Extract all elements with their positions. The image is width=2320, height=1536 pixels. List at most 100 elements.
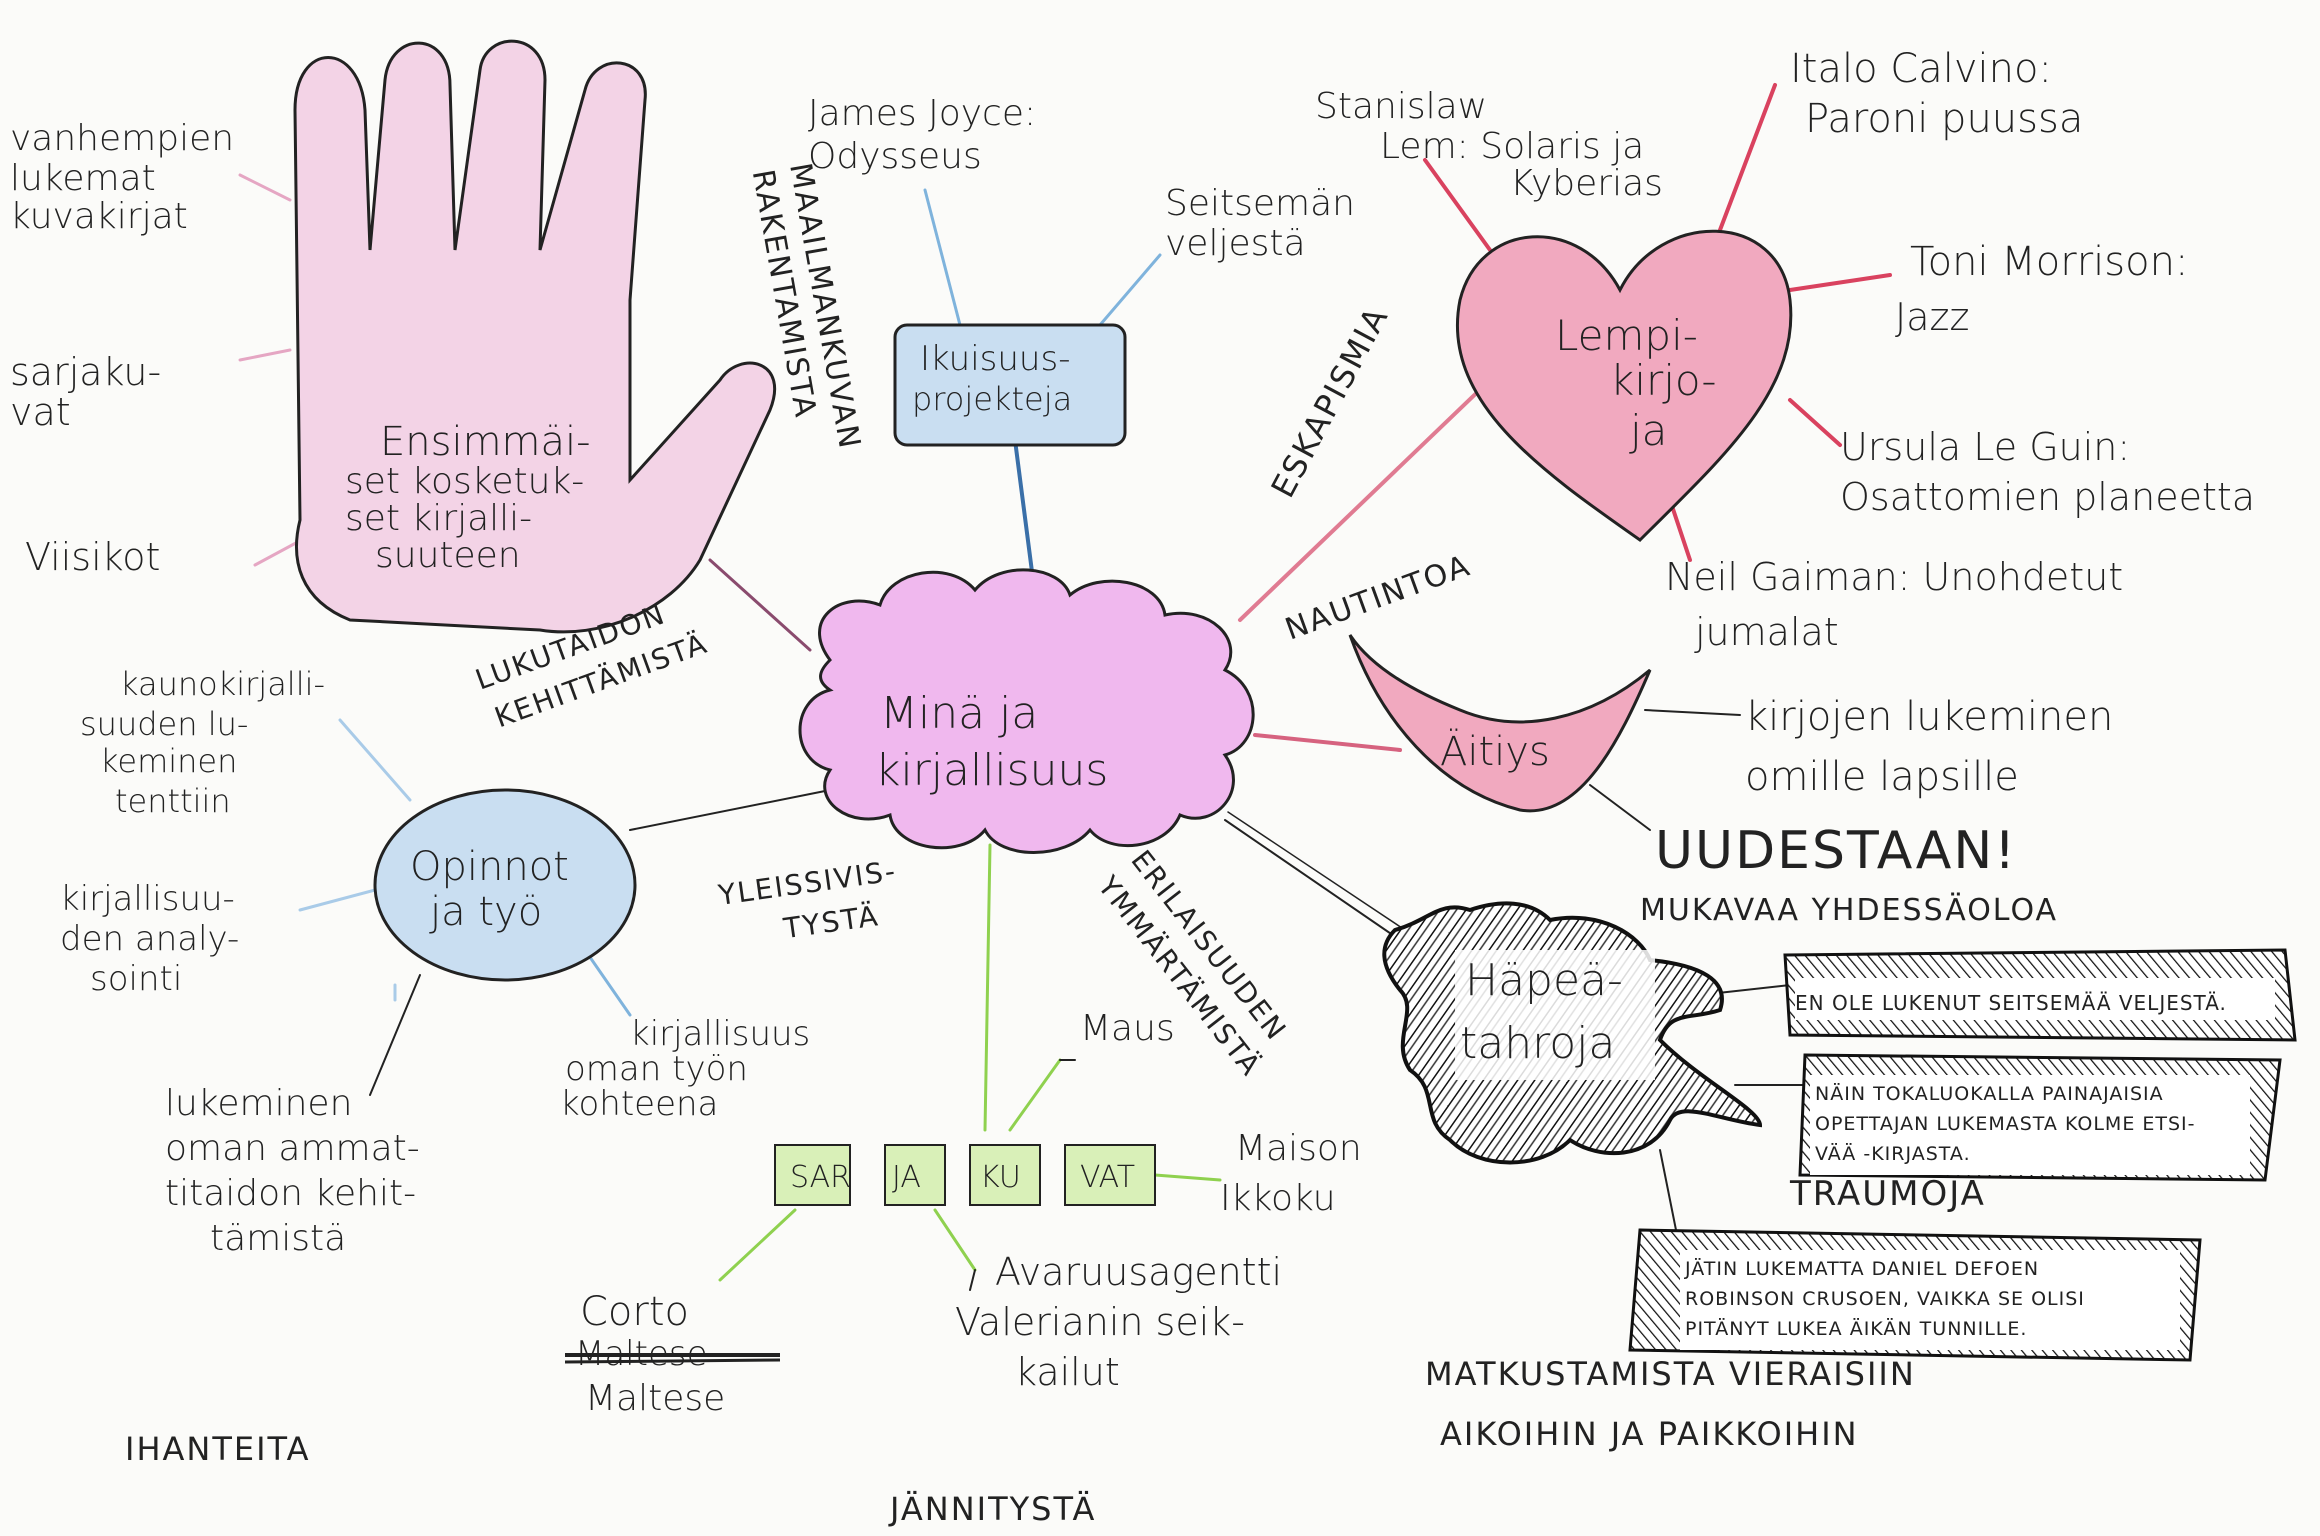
heart-item-1-line-3: Kyberias: [1510, 163, 1663, 204]
connector-heart: [1238, 378, 1492, 622]
shame-line-2: tahroja: [1460, 1018, 1615, 1069]
heart-item-4-line-1: Ursula Le Guin:: [1840, 425, 2130, 469]
comics-box-4: [1064, 1144, 1156, 1206]
hand-item-1-line-1: vanhempien: [10, 118, 234, 159]
heart-node: Lempi- kirjo- ja: [1456, 229, 1793, 542]
hand-shape: [293, 39, 777, 634]
shame-note-3-line-3: PITÄNYT LUKEA ÄIKÄN TUNNILLE.: [1685, 1317, 2027, 1340]
study-item-4-line-1: kirjallisuus: [630, 1014, 810, 1054]
shame-trauma: TRAUMOJA: [1789, 1174, 1986, 1214]
shame-note-1: EN OLE LUKENUT SEITSEMÄÄ VELJESTÄ.: [1795, 991, 2227, 1015]
study-item-2-line-1: kirjallisuu-: [60, 879, 235, 919]
hand-line-2: set kosketuk-: [345, 461, 584, 502]
label-matkustamista-2: AIKOIHIN JA PAIKKOIHIN: [1440, 1415, 1859, 1453]
study-node: Opinnot ja työ: [373, 788, 637, 982]
comics-item-4-line-1: Corto: [580, 1289, 689, 1335]
moon-items: kirjojen lukeminen omille lapsille UUDES…: [1640, 694, 2113, 928]
box-item-1-line-1: James Joyce:: [808, 93, 1036, 134]
connector-moon: [1253, 733, 1402, 752]
shame-note-3-line-2: ROBINSON CRUSOEN, VAIKKA SE OLISI: [1685, 1288, 2085, 1310]
heart-item-5-line-2: jumalat: [1694, 610, 1839, 654]
box-item-2-line-2: veljestä: [1165, 223, 1306, 264]
comics-node: SAR JA KU VAT: [774, 1144, 1156, 1206]
center-node: Minä ja kirjallisuus: [798, 568, 1255, 854]
connectors: [238, 83, 1892, 1291]
hand-node: Ensimmäi- set kosketuk- set kirjalli- su…: [293, 39, 777, 634]
comics-item-1: Maus: [1080, 1008, 1175, 1049]
box-shape: [893, 323, 1127, 447]
heart-item-3-line-2: Jazz: [1895, 295, 1969, 339]
hand-item-2-line-2: vat: [10, 390, 71, 434]
study-item-1-line-4: tenttiin: [115, 782, 231, 820]
comics-box-1: [774, 1144, 851, 1206]
center-line-2: kirjallisuus: [875, 745, 1108, 796]
study-item-3-line-3: titaidon kehit-: [165, 1173, 416, 1214]
heart-item-3-line-1: Toni Morrison:: [1910, 239, 2188, 285]
box-items: James Joyce: Odysseus Seitsemän veljestä: [808, 93, 1355, 264]
study-item-2-line-3: sointi: [90, 959, 182, 999]
center-line-1: Minä ja: [880, 688, 1038, 739]
heart-item-4-line-2: Osattomien planeetta: [1840, 475, 2255, 519]
label-yleissivistys-2: TYSTÄ: [781, 899, 882, 945]
comics-box-2-label: JA: [892, 1160, 921, 1195]
comics-item-3-line-2: Valerianin seik-: [955, 1300, 1245, 1344]
shame-node: Häpeä- tahroja: [1382, 901, 1763, 1165]
moon-node: Äitiys: [1348, 634, 1652, 813]
study-shape: [373, 788, 637, 982]
hand-line-1: Ensimmäi-: [380, 419, 591, 465]
shame-note-3-line-1: JÄTIN LUKEMATTA DANIEL DEFOEN: [1684, 1257, 2039, 1280]
connector-shame: [1224, 819, 1401, 941]
label-jannitysta: JÄNNITYSTÄ: [888, 1490, 1096, 1528]
hand-item-1-line-2: lukemat: [10, 158, 156, 199]
box-item-2-line-1: Seitsemän: [1165, 183, 1355, 224]
study-line-1: Opinnot: [410, 844, 569, 890]
moon-item-1-line-1: kirjojen lukeminen: [1745, 694, 2113, 740]
heart-line-1: Lempi-: [1555, 311, 1698, 360]
label-ihanteita: IHANTEITA: [125, 1430, 310, 1468]
study-item-2-line-2: den analy-: [60, 919, 239, 959]
study-item-3-line-4: tämistä: [210, 1218, 346, 1259]
moon-sub: MUKAVAA YHDESSÄOLOA: [1640, 892, 2058, 928]
study-items: kaunokirjalli- suuden lu- keminen tentti…: [60, 665, 810, 1259]
comics-box-4-label: VAT: [1080, 1160, 1135, 1195]
comics-item-2-line-1: Maison: [1235, 1128, 1362, 1169]
center-cloud-shape: [798, 568, 1255, 854]
heart-shape: [1456, 229, 1793, 542]
comics-box-3-label: KU: [980, 1160, 1021, 1195]
hand-item-1-line-3: kuvakirjat: [10, 196, 188, 237]
moon-label: Äitiys: [1440, 727, 1550, 775]
connector-study: [629, 789, 831, 831]
study-item-1-line-2: suuden lu-: [80, 705, 248, 743]
box-node: Ikuisuus- projekteja: [893, 323, 1127, 447]
connector-hand: [708, 558, 812, 652]
box-line-1: Ikuisuus-: [920, 339, 1070, 379]
hand-line-4: suuteen: [375, 535, 521, 576]
heart-line-3: ja: [1629, 406, 1667, 455]
comics-item-3-line-3: kailut: [1015, 1350, 1120, 1394]
comics-items: Maus Maison Ikkoku Avaruusagentti Valeri…: [564, 1008, 1362, 1419]
shame-note-2-line-3: VÄÄ -KIRJASTA.: [1815, 1142, 1971, 1165]
heart-item-1-line-2: Lem: Solaris ja: [1380, 126, 1644, 167]
study-item-1-line-1: kaunokirjalli-: [120, 665, 325, 703]
study-item-4-line-2: oman työn: [565, 1049, 748, 1089]
study-item-1-line-3: keminen: [100, 742, 237, 780]
comics-box-2: [884, 1144, 946, 1206]
comics-item-3-line-1: Avaruusagentti: [995, 1250, 1282, 1294]
label-nautintoa: NAUTINTOA: [1281, 548, 1476, 647]
shame-line-1: Häpeä-: [1465, 955, 1623, 1006]
moon-shape: [1348, 634, 1652, 813]
hand-line-3: set kirjalli-: [345, 498, 532, 539]
study-item-3-line-1: lukeminen: [165, 1083, 352, 1124]
hand-item-2-line-1: sarjaku-: [10, 350, 161, 394]
study-line-2: ja työ: [429, 889, 542, 935]
shame-notes: EN OLE LUKENUT SEITSEMÄÄ VELJESTÄ. NÄIN …: [1628, 948, 2297, 1362]
heart-item-2-line-1: Italo Calvino:: [1790, 46, 2052, 92]
label-matkustamista-1: MATKUSTAMISTA VIERAISIIN: [1425, 1355, 1916, 1393]
hand-item-3: Viisikot: [25, 535, 160, 579]
heart-item-2-line-2: Paroni puussa: [1805, 96, 2083, 142]
hand-items: vanhempien lukemat kuvakirjat sarjaku- v…: [10, 118, 234, 579]
box-line-2: projekteja: [912, 380, 1072, 418]
shame-note-2-line-1: NÄIN TOKALUOKALLA PAINAJAISIA: [1815, 1082, 2164, 1105]
box-item-1-line-2: Odysseus: [808, 136, 982, 177]
